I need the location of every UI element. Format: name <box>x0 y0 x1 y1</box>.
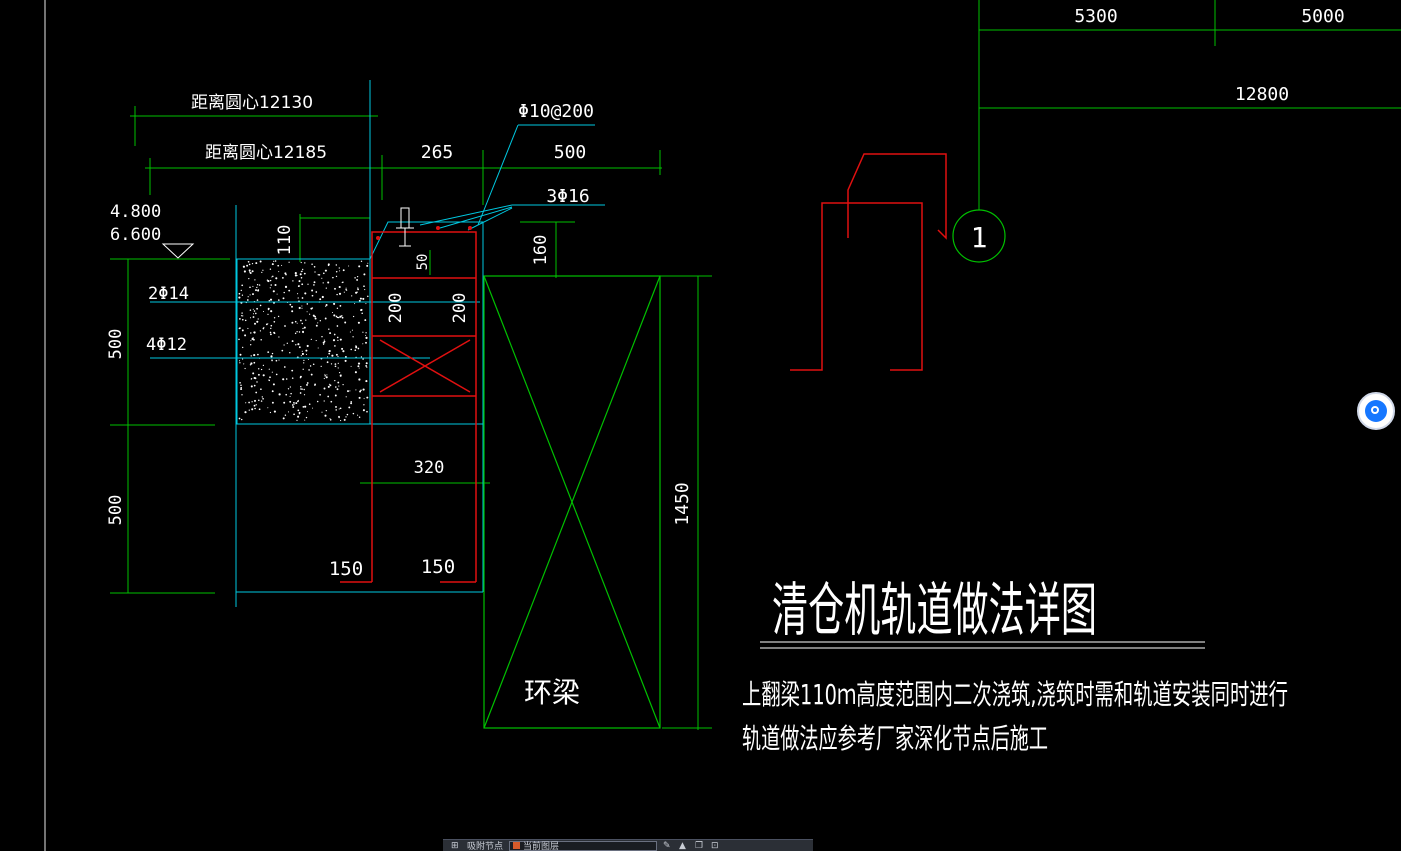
dim-110: 110 <box>275 225 295 256</box>
dim-5000: 5000 <box>1301 6 1344 27</box>
dim-500-left-a: 500 <box>106 329 126 360</box>
rebar-2phi14-label: 2Φ14 <box>148 284 189 304</box>
snap-label[interactable]: 吸附节点 <box>467 842 504 851</box>
dim-50: 50 <box>415 254 431 271</box>
drawing-title: 清仓机轨道做法详图 <box>772 576 1097 644</box>
rail-bolt-icon <box>396 207 414 247</box>
elev-6600: 6.600 <box>110 225 161 245</box>
lock-icon[interactable]: ⊡ <box>711 840 719 851</box>
rebar-3phi16-label: 3Φ16 <box>546 186 589 207</box>
structure-lines <box>150 80 605 607</box>
rebar-4phi12-label: 4Φ12 <box>146 335 187 355</box>
note-line-2: 轨道做法应参考厂家深化节点后施工 <box>742 722 1048 755</box>
rebar-phi10-label: Φ10@200 <box>518 101 594 122</box>
stirrup-detail <box>790 153 947 371</box>
layer-color-icon <box>513 842 521 849</box>
copy-icon[interactable]: ❐ <box>695 840 704 851</box>
snap-icon[interactable]: ⊞ <box>451 840 459 851</box>
dim-200-b: 200 <box>450 293 470 324</box>
layer-name: 当前图层 <box>523 842 560 851</box>
dim-150-a: 150 <box>329 558 363 580</box>
slab-section <box>236 258 371 425</box>
assistant-float-button[interactable] <box>1357 392 1395 430</box>
dim-500-top: 500 <box>554 142 587 163</box>
dim-500-left-b: 500 <box>106 495 126 526</box>
ring-beam <box>483 275 661 729</box>
dim-dist-12130: 距离圆心12130 <box>191 93 313 113</box>
section-dimension-lines <box>110 106 712 730</box>
dim-320: 320 <box>414 458 445 478</box>
rebar-dots <box>376 226 472 240</box>
dim-150-b: 150 <box>421 556 455 578</box>
note-line-1: 上翻梁110ｍ高度范围内二次浇筑,浇筑时需和轨道安装同时进行 <box>742 678 1288 711</box>
assistant-icon <box>1365 400 1387 422</box>
layer-selector[interactable]: 当前图层 <box>509 840 658 851</box>
elev-4800: 4.800 <box>110 202 161 222</box>
elevation-marker <box>161 243 195 259</box>
cad-status-bar: ⊞ 吸附节点 当前图层 ✎ ▲ ❐ ⊡ <box>443 839 813 851</box>
grid-dimensions <box>978 0 1401 210</box>
grid-bubble-label: 1 <box>971 221 988 254</box>
arrow-up-icon[interactable]: ▲ <box>679 840 686 851</box>
dim-1450: 1450 <box>672 482 693 525</box>
dim-12800: 12800 <box>1235 84 1289 105</box>
dim-dist-12185: 距离圆心12185 <box>205 143 327 163</box>
ring-beam-label: 环梁 <box>524 676 580 709</box>
dim-200-a: 200 <box>386 293 406 324</box>
dim-160: 160 <box>531 235 551 266</box>
dim-5300: 5300 <box>1074 6 1117 27</box>
dim-265: 265 <box>421 142 454 163</box>
pen-icon[interactable]: ✎ <box>663 840 671 851</box>
rebar-cage <box>340 231 477 583</box>
grid-bubble <box>952 209 1006 263</box>
